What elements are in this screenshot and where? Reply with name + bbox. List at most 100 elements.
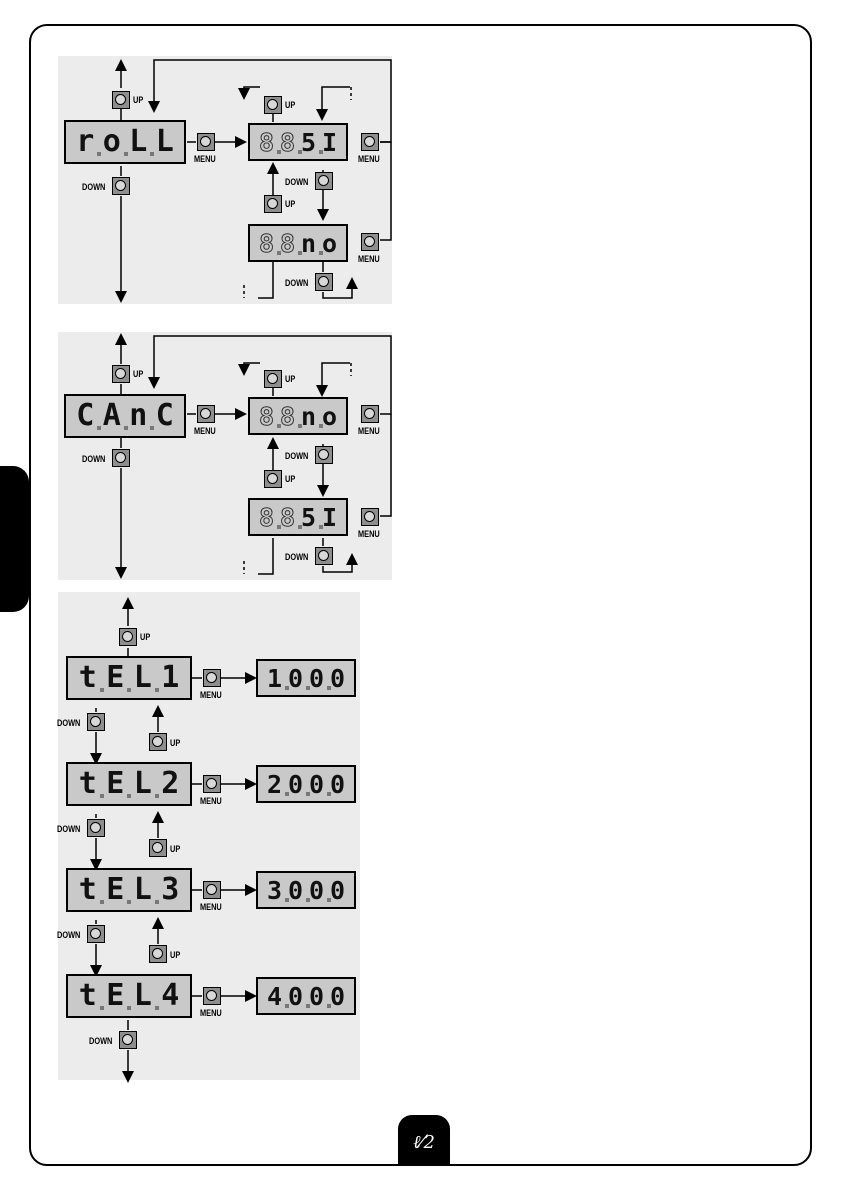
menu-label: MENU [200,796,222,806]
up-button[interactable] [149,945,167,963]
param-display-tel1: t E L 1 [66,656,192,700]
up-button[interactable] [119,628,137,646]
decimal-point-segment [127,900,131,904]
menu-button[interactable] [197,133,215,151]
display-digit: L [127,127,149,157]
value-display-tel2: 2 0 0 0 [256,765,356,803]
up-button[interactable] [112,91,130,109]
down-label: DOWN [57,824,80,834]
menu-button[interactable] [203,881,221,899]
display-digit: 8 [278,505,297,530]
up-label: UP [140,632,150,642]
display-digit: n [299,404,318,429]
up-label: UP [170,950,180,960]
down-button[interactable] [315,172,333,190]
display-digit: 0 [286,666,305,691]
menu-button[interactable] [361,405,379,423]
up-button[interactable] [264,370,282,388]
down-button[interactable] [112,449,130,467]
display-digit: L [132,981,154,1011]
up-button[interactable] [264,470,282,488]
down-label: DOWN [285,278,308,288]
menu-button[interactable] [203,987,221,1005]
menu-button[interactable] [203,669,221,687]
menu-button[interactable] [203,775,221,793]
decimal-point-segment [127,794,131,798]
decimal-point-segment [100,900,104,904]
display-digit: t [77,981,99,1011]
decimal-point-segment [127,688,131,692]
down-label: DOWN [285,451,308,461]
up-label: UP [133,369,143,379]
down-button[interactable] [112,177,130,195]
down-button[interactable] [119,1031,137,1049]
up-label: UP [133,95,143,105]
display-digit: C [74,401,96,431]
display-digit: 0 [307,772,326,797]
down-button[interactable] [87,819,105,837]
display-digit: 0 [307,666,326,691]
up-label: UP [170,844,180,854]
display-digit: A [101,401,123,431]
display-digit: 0 [307,878,326,903]
menu-button[interactable] [197,405,215,423]
display-digit: 8 [257,130,276,155]
display-digit: 5 [299,130,318,155]
down-button[interactable] [87,713,105,731]
menu-label: MENU [358,154,380,164]
up-button[interactable] [264,96,282,114]
up-label: UP [170,738,180,748]
down-label: DOWN [57,718,80,728]
down-button[interactable] [315,446,333,464]
menu-label: MENU [358,254,380,264]
display-digit: r [74,127,96,157]
menu-button[interactable] [361,233,379,251]
display-digit: 0 [328,984,347,1009]
display-digit: L [132,663,154,693]
display-digit: 3 [159,875,181,905]
decimal-point-segment [155,794,159,798]
down-button[interactable] [315,547,333,565]
up-label: UP [285,474,295,484]
display-digit: 8 [257,505,276,530]
up-button[interactable] [264,195,282,213]
value-display-tel4: 4 0 0 0 [256,977,356,1015]
display-digit: 8 [278,130,297,155]
display-digit: 4 [159,981,181,1011]
display-digit: o [320,404,339,429]
display-digit: 8 [257,231,276,256]
up-label: UP [285,100,295,110]
up-button[interactable] [149,733,167,751]
up-button[interactable] [149,839,167,857]
display-digit: 0 [328,666,347,691]
display-digit: E [104,663,126,693]
display-digit: 0 [307,984,326,1009]
display-digit: 8 [278,404,297,429]
up-button[interactable] [112,365,130,383]
display-digit: 0 [286,878,305,903]
down-button[interactable] [315,273,333,291]
param-display-tel4: t E L 4 [66,974,192,1018]
display-digit: 0 [286,984,305,1009]
display-digit: E [104,875,126,905]
display-digit: I [320,130,339,155]
display-digit: E [104,769,126,799]
menu-button[interactable] [361,508,379,526]
menu-label: MENU [200,690,222,700]
menu-label: MENU [200,1008,222,1018]
menu-label: MENU [358,529,380,539]
page-number-badge: ℓ⁄2 [398,1115,450,1166]
display-digit: 1 [265,666,284,691]
param-display-canc: C A n C [64,394,186,438]
menu-label: MENU [194,426,216,436]
option-display-no: 8 8 n o [248,397,348,435]
display-digit: 5 [299,505,318,530]
down-button[interactable] [87,925,105,943]
display-digit: I [320,505,339,530]
display-digit: t [77,875,99,905]
menu-button[interactable] [361,133,379,151]
display-digit: L [132,875,154,905]
decimal-point-segment [100,1006,104,1010]
display-digit: t [77,769,99,799]
down-label: DOWN [89,1036,112,1046]
